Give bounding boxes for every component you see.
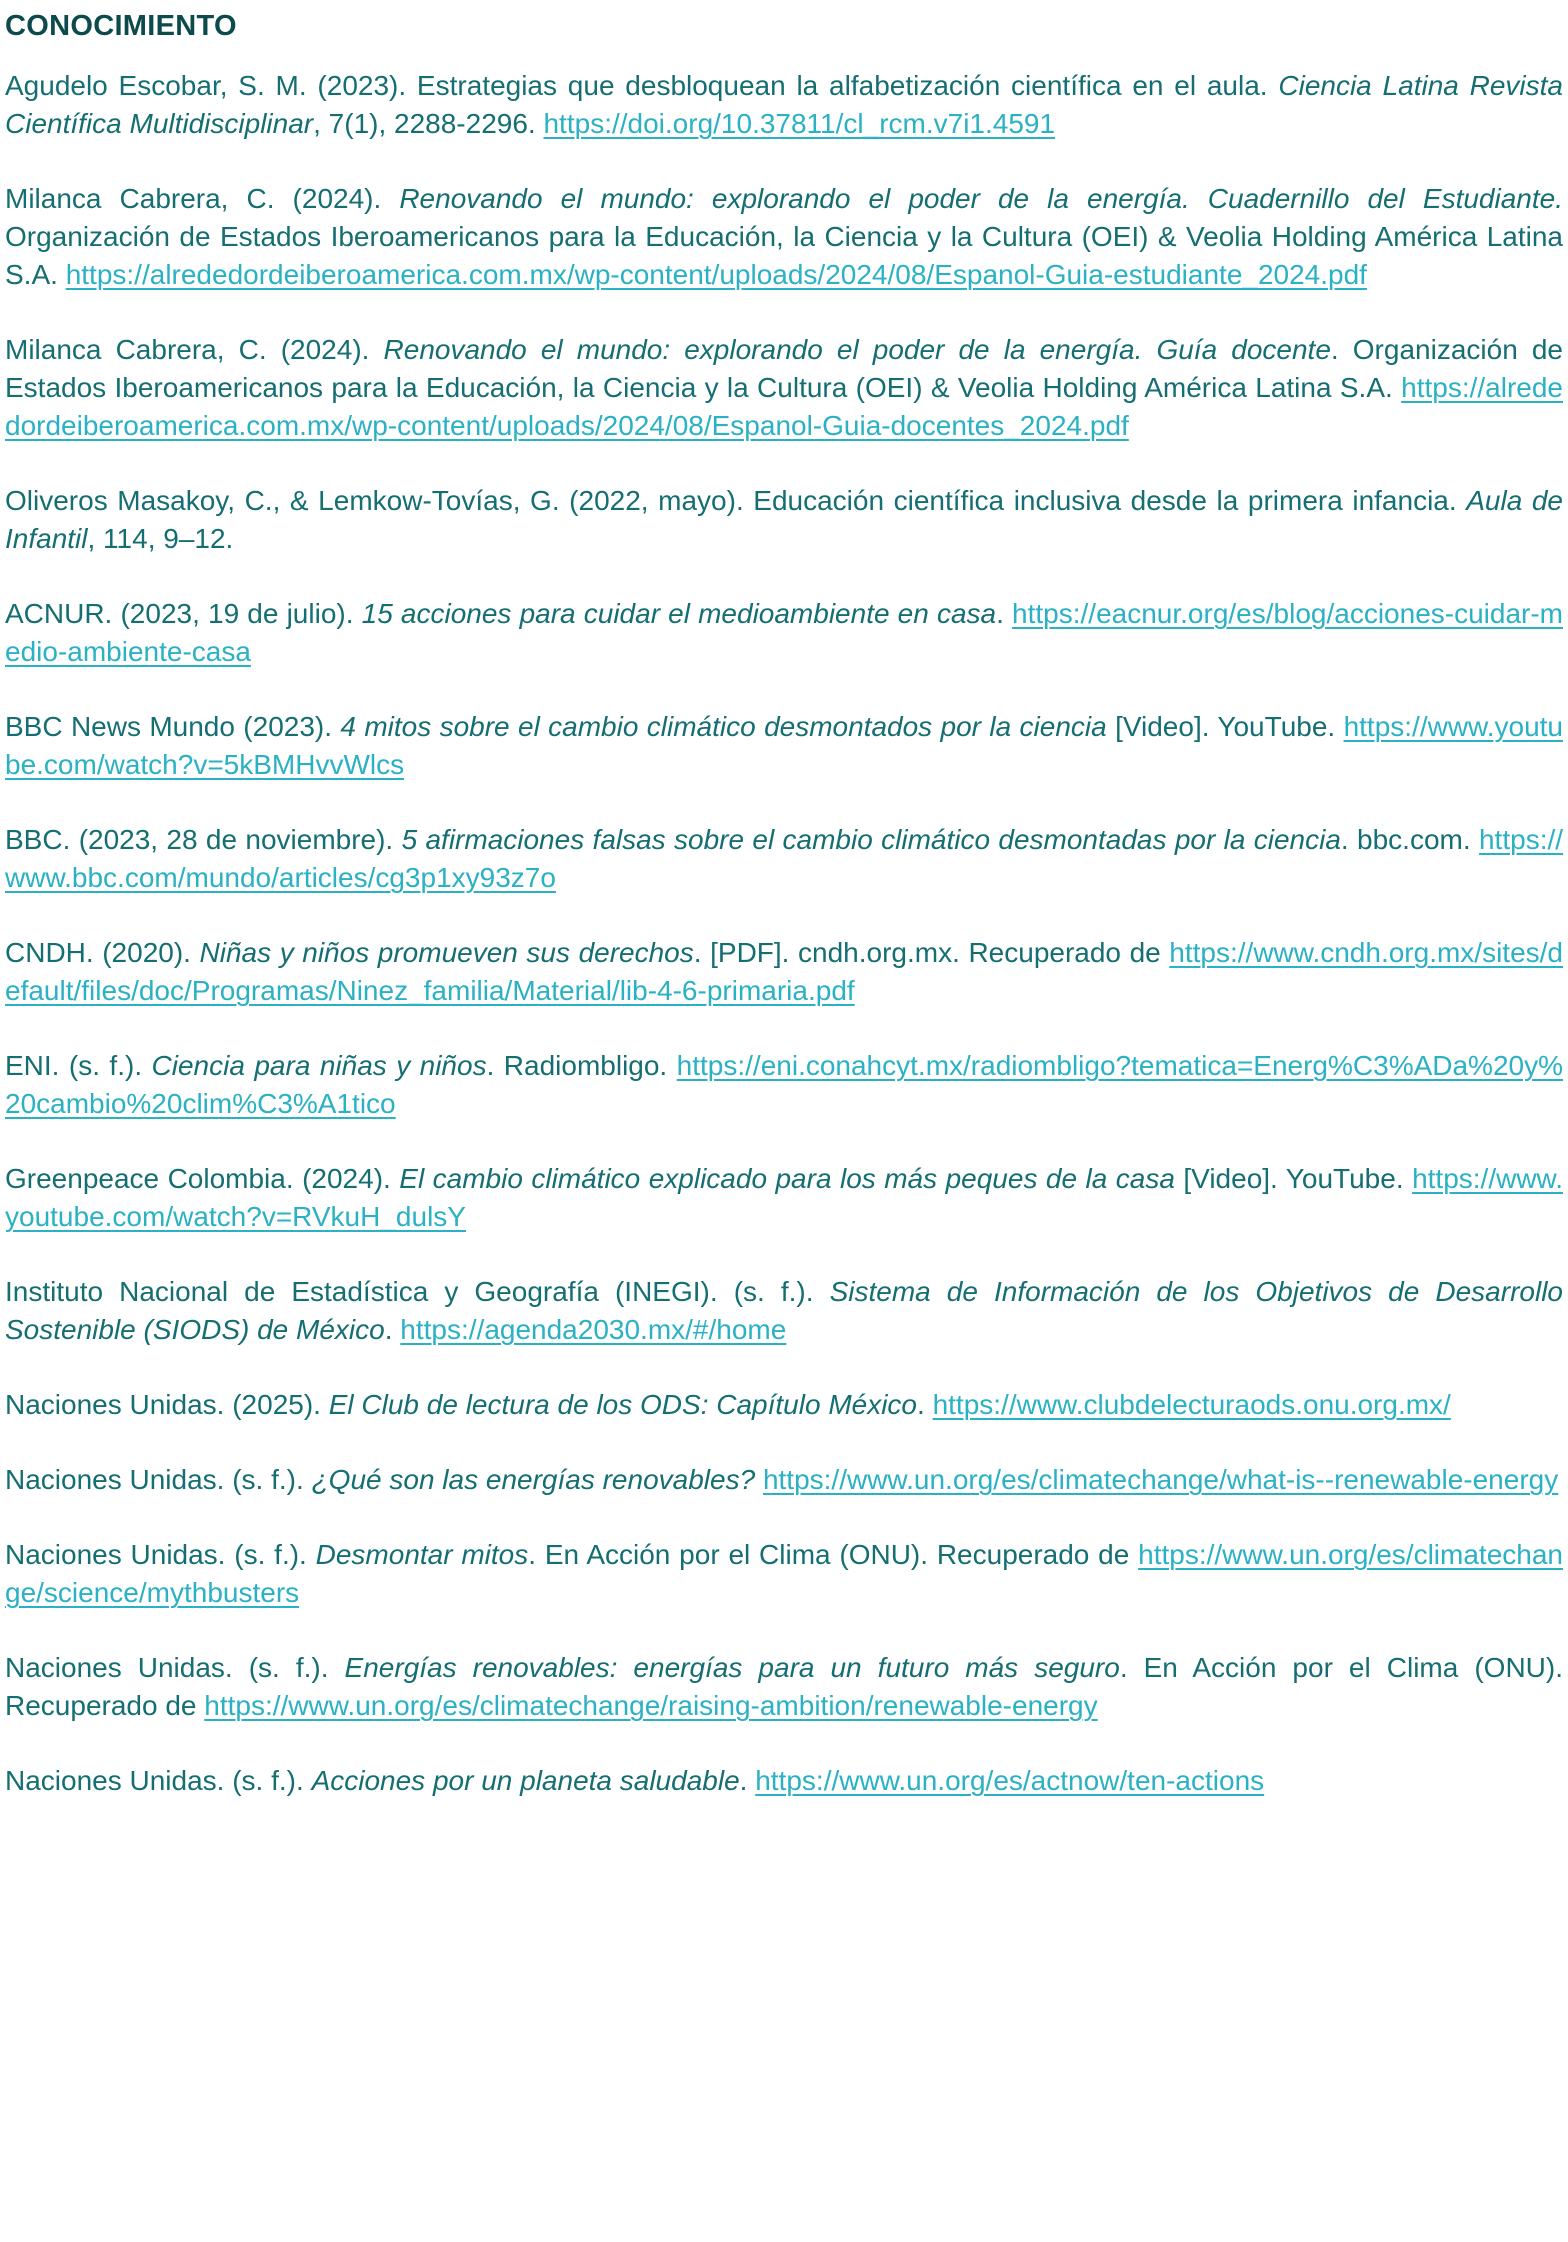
reference-italic: El Club de lectura de los ODS: Capítulo … (328, 1389, 918, 1420)
reference-text: . (739, 1765, 756, 1796)
reference-entry: Naciones Unidas. (s. f.). ¿Qué son las e… (5, 1461, 1563, 1499)
reference-text: . Organización de Estados Iberoamericano… (5, 334, 1564, 403)
reference-text: BBC News Mundo (2023). (5, 711, 341, 742)
reference-text: Milanca Cabrera, C. (2024). (5, 334, 384, 365)
reference-text: Naciones Unidas. (s. f.). (5, 1652, 345, 1683)
reference-entry: Milanca Cabrera, C. (2024). Renovando el… (5, 180, 1563, 294)
reference-link[interactable]: https://www.bbc.com/mundo/articles/cg3p1… (5, 824, 1564, 893)
reference-text: Organización de Estados Iberoamericanos … (5, 221, 1563, 290)
reference-entry: CNDH. (2020). Niñas y niños promueven su… (5, 934, 1563, 1010)
reference-link[interactable]: https://alrededordeiberoamerica.com.mx/w… (65, 259, 1367, 290)
reference-text (755, 1464, 763, 1495)
reference-italic: Ciencia para niñas y niños (151, 1050, 487, 1081)
page-title: CONOCIMIENTO (5, 10, 237, 42)
reference-link[interactable]: https://www.cndh.org.mx/sites/default/fi… (5, 937, 1564, 1006)
reference-italic: 5 afirmaciones falsas sobre el cambio cl… (401, 824, 1341, 855)
reference-text: [Video]. YouTube. (1174, 1163, 1413, 1194)
reference-entry: Instituto Nacional de Estadística y Geog… (5, 1273, 1563, 1349)
reference-text: Naciones Unidas. (s. f.). (5, 1765, 312, 1796)
reference-italic: Acciones por un planeta saludable (311, 1765, 740, 1796)
reference-text: . (917, 1389, 933, 1420)
reference-text: CNDH. (2020). (5, 937, 200, 968)
reference-text: Oliveros Masakoy, C., & Lemkow-Tovías, G… (5, 485, 1467, 516)
reference-text: [Video]. YouTube. (1106, 711, 1344, 742)
reference-text: . En Acción por el Clima (ONU). Recupera… (5, 1652, 1563, 1721)
reference-entry: Naciones Unidas. (s. f.). Energías renov… (5, 1649, 1563, 1725)
reference-text: Instituto Nacional de Estadística y Geog… (5, 1276, 830, 1307)
reference-entry: BBC. (2023, 28 de noviembre). 5 afirmaci… (5, 821, 1563, 897)
reference-italic: ¿Qué son las energías renovables? (311, 1464, 756, 1495)
reference-italic: Renovando el mundo: explorando el poder … (399, 183, 1563, 214)
reference-italic: Niñas y niños promueven sus derechos (199, 937, 694, 968)
reference-italic: Renovando el mundo: explorando el poder … (383, 334, 1331, 365)
reference-text: Greenpeace Colombia. (2024). (5, 1163, 400, 1194)
reference-text: Milanca Cabrera, C. (2024). (5, 183, 400, 214)
reference-text: . Radiombligo. (486, 1050, 677, 1081)
reference-link[interactable]: https://www.un.org/es/climatechange/what… (762, 1464, 1559, 1495)
reference-link[interactable]: https://www.un.org/es/actnow/ten-actions (755, 1765, 1265, 1796)
reference-entry: Greenpeace Colombia. (2024). El cambio c… (5, 1160, 1563, 1236)
reference-text: BBC. (2023, 28 de noviembre). (5, 824, 402, 855)
reference-link[interactable]: https://alrededordeiberoamerica.com.mx/w… (5, 372, 1563, 441)
reference-link[interactable]: https://www.clubdelecturaods.onu.org.mx/ (932, 1389, 1451, 1420)
reference-text: . bbc.com. (1340, 824, 1479, 855)
reference-entry: Naciones Unidas. (s. f.). Acciones por u… (5, 1762, 1563, 1800)
reference-link[interactable]: https://eni.conahcyt.mx/radiombligo?tema… (5, 1050, 1563, 1119)
reference-text: Agudelo Escobar, S. M. (2023). Estrategi… (5, 70, 1279, 101)
reference-link[interactable]: https://doi.org/10.37811/cl_rcm.v7i1.459… (543, 108, 1056, 139)
reference-italic: Sistema de Información de los Objetivos … (5, 1276, 1563, 1345)
reference-text: . (384, 1314, 401, 1345)
reference-text: . (996, 598, 1013, 629)
reference-entry: Oliveros Masakoy, C., & Lemkow-Tovías, G… (5, 482, 1563, 558)
reference-entry: ACNUR. (2023, 19 de julio). 15 acciones … (5, 595, 1563, 671)
reference-link[interactable]: https://www.un.org/es/climatechange/rais… (204, 1690, 1098, 1721)
reference-italic: Energías renovables: energías para un fu… (344, 1652, 1120, 1683)
reference-link[interactable]: https://eacnur.org/es/blog/acciones-cuid… (5, 598, 1563, 667)
reference-italic: Desmontar mitos (315, 1539, 529, 1570)
reference-text: Naciones Unidas. (2025). (5, 1389, 329, 1420)
reference-italic: Aula de Infantil (5, 485, 1563, 554)
reference-italic: El cambio climático explicado para los m… (399, 1163, 1175, 1194)
reference-italic: Ciencia Latina Revista Científica Multid… (5, 70, 1563, 139)
reference-entry: Naciones Unidas. (s. f.). Desmontar mito… (5, 1536, 1563, 1612)
reference-entry: BBC News Mundo (2023). 4 mitos sobre el … (5, 708, 1563, 784)
reference-text: . [PDF]. cndh.org.mx. Recuperado de (693, 937, 1170, 968)
reference-entry: Milanca Cabrera, C. (2024). Renovando el… (5, 331, 1563, 445)
reference-text: . En Acción por el Clima (ONU). Recupera… (528, 1539, 1139, 1570)
reference-italic: 4 mitos sobre el cambio climático desmon… (340, 711, 1107, 742)
reference-text: Naciones Unidas. (s. f.). (5, 1539, 316, 1570)
reference-text: ENI. (s. f.). (5, 1050, 152, 1081)
reference-link[interactable]: https://www.youtube.com/watch?v=RVkuH_du… (5, 1163, 1563, 1232)
reference-italic: 15 acciones para cuidar el medioambiente… (361, 598, 997, 629)
reference-entry: Agudelo Escobar, S. M. (2023). Estrategi… (5, 67, 1563, 143)
reference-link[interactable]: https://www.youtube.com/watch?v=5kBMHvvW… (5, 711, 1563, 780)
reference-link[interactable]: https://www.un.org/es/climatechange/scie… (5, 1539, 1563, 1608)
reference-link[interactable]: https://agenda2030.mx/#/home (400, 1314, 787, 1345)
reference-entry: Naciones Unidas. (2025). El Club de lect… (5, 1386, 1563, 1424)
reference-entry: ENI. (s. f.). Ciencia para niñas y niños… (5, 1047, 1563, 1123)
document-page: CONOCIMIENTO Agudelo Escobar, S. M. (202… (5, 10, 1563, 1800)
reference-text: , 114, 9–12. (87, 523, 234, 554)
reference-text: ACNUR. (2023, 19 de julio). (5, 598, 362, 629)
reference-text: Naciones Unidas. (s. f.). (5, 1464, 312, 1495)
reference-text: , 7(1), 2288-2296. (313, 108, 544, 139)
reference-list: Agudelo Escobar, S. M. (2023). Estrategi… (5, 67, 1563, 1800)
